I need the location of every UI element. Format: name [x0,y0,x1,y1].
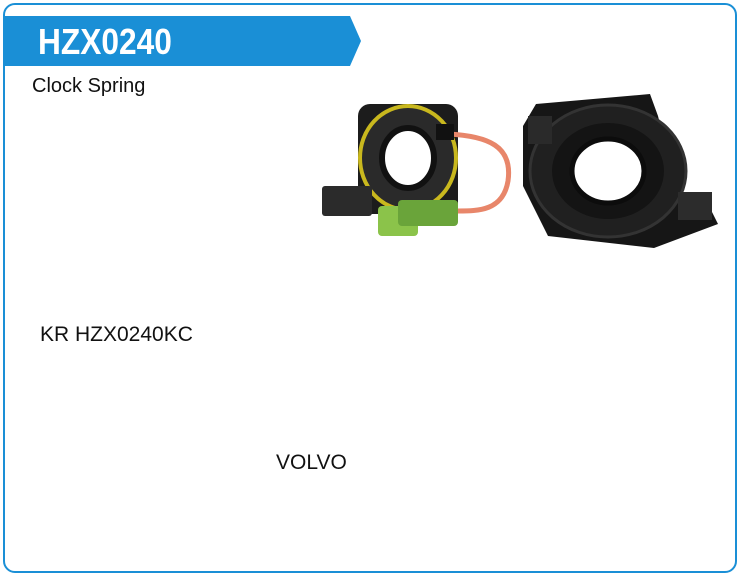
vehicle-brand: VOLVO [276,451,347,474]
product-photo [318,86,722,256]
product-code-banner: HZX0240 [3,16,361,66]
clock-spring-front-image [322,104,512,236]
banner-shape [3,16,361,66]
product-code: HZX0240 [38,21,172,62]
clock-spring-back-image [523,94,718,248]
cross-reference-number: KR HZX0240KC [40,323,193,346]
product-name: Clock Spring [32,75,146,97]
